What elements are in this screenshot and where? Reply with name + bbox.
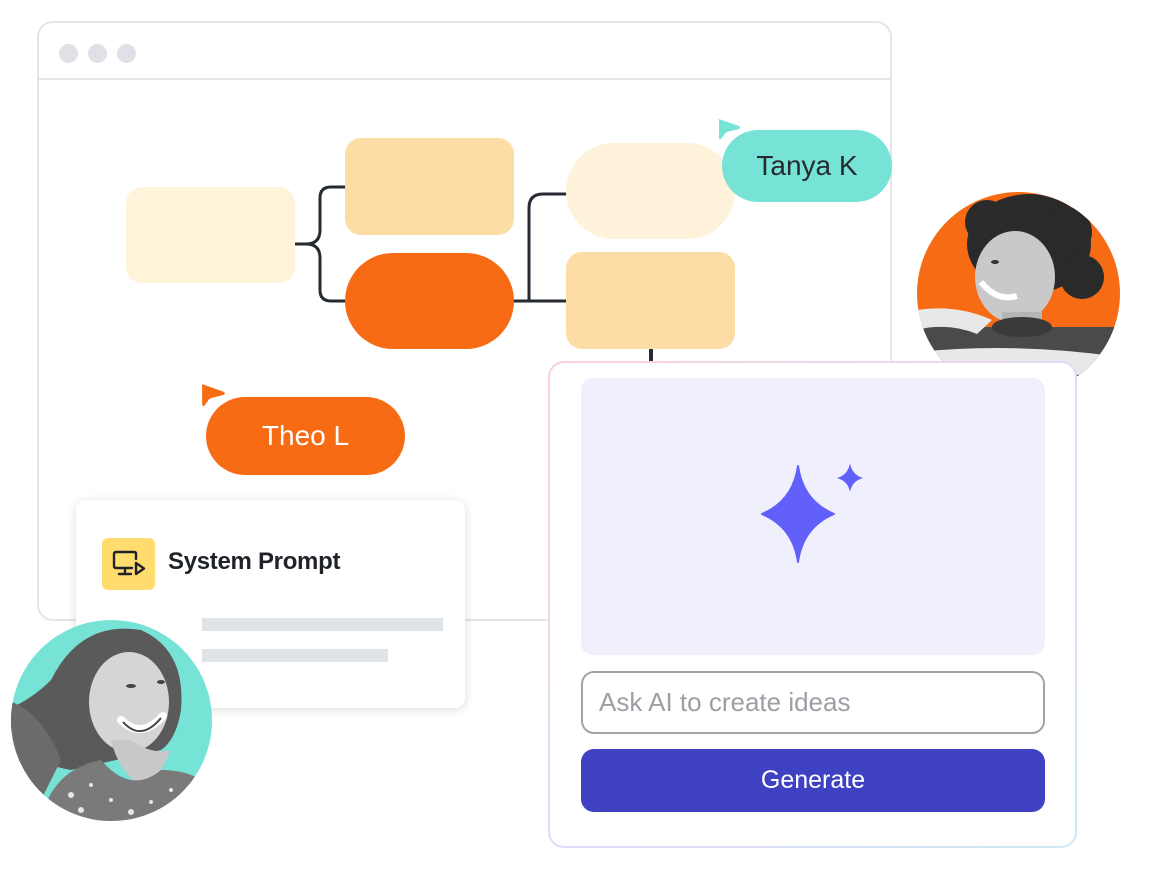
collaborator-tag-theo: Theo L [206,397,405,475]
prompt-card-title: System Prompt [168,548,341,575]
theo-cursor-icon [202,384,225,406]
avatar-collaborator-man [917,192,1120,395]
collaborator-name: Theo L [261,420,350,451]
ai-preview-area [581,378,1045,655]
tanya-cursor-icon [719,119,740,140]
diagram-node-root[interactable] [126,187,295,283]
collaborator-tag-tanya: Tanya K [722,130,892,202]
system-prompt-card[interactable]: System Prompt [76,500,465,708]
text-placeholder-line [202,649,388,662]
text-placeholder-line [202,618,443,631]
collaborator-name: Tanya K [756,150,858,181]
window-title-bar [39,23,890,80]
window-control-dot[interactable] [59,44,78,63]
monitor-play-icon [102,538,155,590]
diagram-node-leaf-top[interactable] [566,143,735,239]
diagram-node-branch-top[interactable] [345,138,514,235]
ai-generate-panel: Generate [548,361,1077,848]
window-control-dot[interactable] [88,44,107,63]
diagram-node-branch-bottom[interactable] [345,253,514,349]
generate-button[interactable]: Generate [581,749,1045,812]
diagram-node-leaf-bottom[interactable] [566,252,735,349]
ai-prompt-input[interactable] [581,671,1045,734]
avatar-collaborator-woman [11,620,212,821]
sparkle-icon [761,463,863,563]
window-control-dot[interactable] [117,44,136,63]
